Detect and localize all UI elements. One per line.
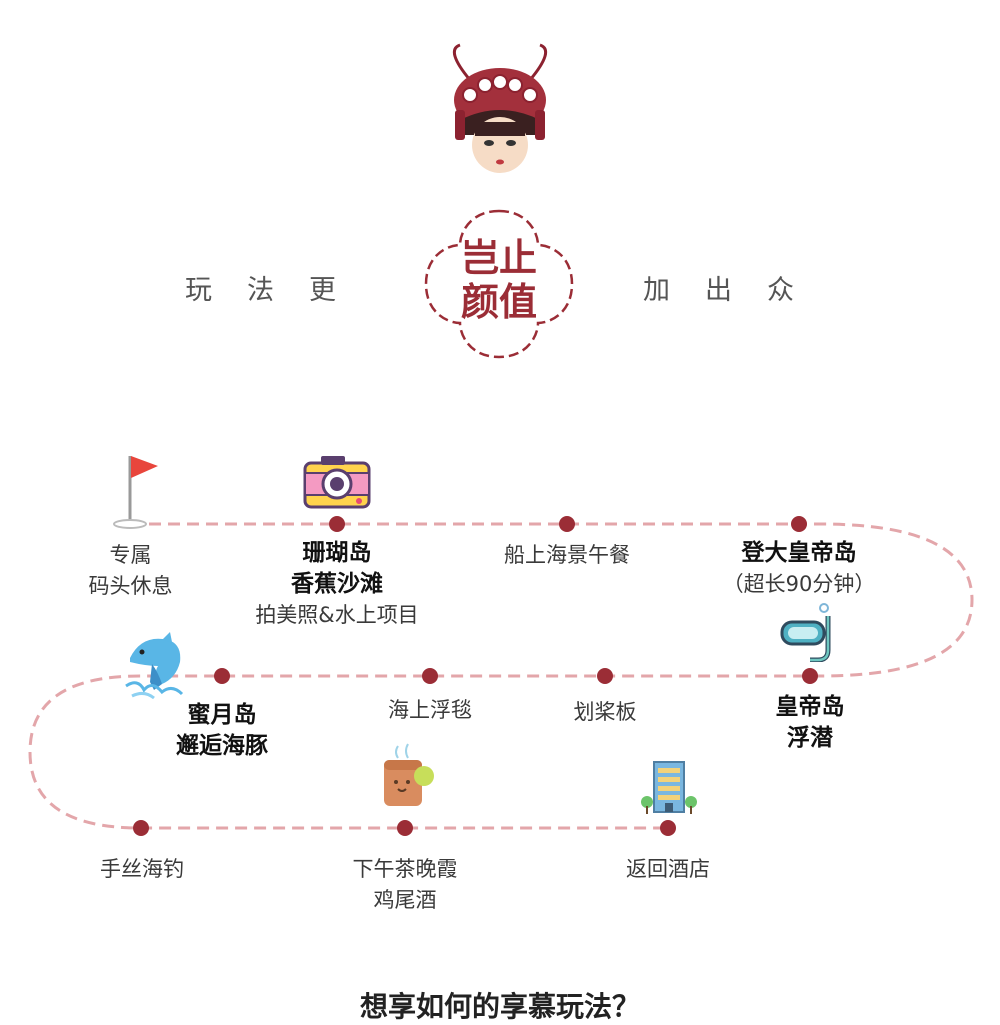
tagline-char: 加 [643, 275, 670, 306]
stop-dot [802, 668, 818, 684]
stop-line: 鸡尾酒 [373, 888, 437, 912]
dolphin-icon [125, 632, 184, 700]
opera-mask-icon [452, 43, 548, 173]
stop-label-emperor-island-snorkel: 皇帝岛 浮潜 [740, 692, 880, 754]
tagline-char: 更 [309, 275, 336, 306]
stop-label-honeymoon-island: 蜜月岛 邂逅海豚 [142, 700, 302, 762]
stop-line: 浮潜 [787, 725, 833, 751]
camera-icon [303, 456, 371, 509]
tagline-left: 玩法更 [185, 268, 371, 307]
stop-line: 划桨板 [573, 700, 637, 724]
stop-line: 皇帝岛 [775, 694, 845, 720]
badge-line-1: 岂止 [460, 235, 537, 280]
stop-label-lunch: 船上海景午餐 [467, 540, 667, 571]
stop-line: 船上海景午餐 [504, 543, 630, 567]
stop-dot [329, 516, 345, 532]
tagline-right: 加出众 [643, 268, 829, 307]
stop-dot [214, 668, 230, 684]
stop-label-emperor-island-landing: 登大皇帝岛 （超长90分钟） [699, 538, 899, 600]
stop-line: 下午茶晚霞 [352, 857, 458, 881]
stop-line: 邂逅海豚 [176, 733, 268, 759]
tagline-char: 出 [705, 275, 732, 306]
stop-line: 登大皇帝岛 [741, 540, 857, 566]
stop-line: （超长90分钟） [722, 572, 876, 596]
stop-line: 香蕉沙滩 [291, 571, 383, 597]
stop-dot [397, 820, 413, 836]
stop-line: 海上浮毯 [388, 698, 472, 722]
stop-line: 返回酒店 [626, 857, 710, 881]
tour-route [28, 516, 974, 836]
golf-flag-icon [113, 456, 158, 529]
stop-label-sea-float: 海上浮毯 [360, 695, 500, 726]
stop-dot [559, 516, 575, 532]
stop-line: 手丝海钓 [100, 857, 184, 881]
footer-heading: 想享如何的享慕玩法？ [359, 990, 640, 1023]
snorkel-mask-icon [780, 603, 831, 662]
stop-label-paddle-board: 划桨板 [545, 697, 665, 728]
stop-dot [660, 820, 676, 836]
stop-dot [422, 668, 438, 684]
badge-text: 岂止 颜值 [440, 236, 558, 324]
tagline-char: 法 [247, 275, 274, 306]
stop-line: 码头休息 [88, 574, 173, 598]
stop-line: 珊瑚岛 [302, 540, 372, 566]
stop-label-coral-island: 珊瑚岛 香蕉沙滩 拍美照&水上项目 [227, 538, 447, 631]
stop-label-fishing: 手丝海钓 [72, 854, 212, 885]
badge-line-2: 颜值 [460, 279, 537, 324]
tagline-char: 众 [767, 275, 794, 306]
stop-label-afternoon-tea: 下午茶晚霞 鸡尾酒 [325, 854, 485, 916]
tea-mug-icon [384, 743, 434, 806]
stop-label-return-hotel: 返回酒店 [598, 854, 738, 885]
stop-dot [133, 820, 149, 836]
stop-dot [597, 668, 613, 684]
stop-line: 专属 [109, 543, 152, 567]
tagline-char: 玩 [185, 275, 212, 306]
stop-line: 蜜月岛 [187, 702, 257, 728]
stop-label-pier: 专属 码头休息 [58, 540, 203, 602]
hotel-building-icon [641, 761, 697, 814]
flower-badge [424, 209, 574, 359]
stop-line: 拍美照&水上项目 [255, 603, 419, 627]
stop-dot [791, 516, 807, 532]
